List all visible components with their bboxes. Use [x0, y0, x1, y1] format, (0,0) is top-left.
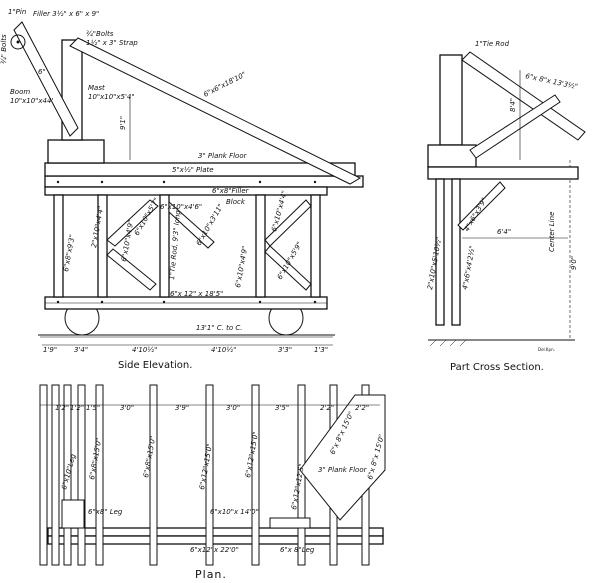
filler-block [44, 186, 328, 196]
plan-label-stringer-b: 6"x12"x 22'0" [190, 546, 239, 554]
dim-6: 1'3" [314, 346, 328, 354]
boom [13, 21, 79, 137]
plan-dim-2: 1'5" [86, 404, 100, 412]
caption-plan: Plan. [195, 568, 227, 581]
label-brace: 6"x6"x18'10" [202, 71, 247, 99]
plan-label-plank-floor: 3" Plank Floor [318, 466, 368, 474]
cs-ground-hatch [429, 339, 467, 347]
brace-right-upper [264, 199, 312, 247]
post-5 [310, 194, 321, 298]
cross-section: 1"Tie Rod 6"x 8"x 13'3½" 8'4" 2"x10"x5'1… [426, 40, 586, 373]
derrick-base [47, 139, 105, 164]
plan-tie-6 [205, 384, 214, 566]
cs-label-brace-a: 4"x6"x3'9" [463, 196, 489, 233]
cs-credit: Del.Kpn. [538, 347, 555, 352]
plan-tie-5 [149, 384, 158, 566]
post-2 [97, 194, 108, 298]
bolt-dots [56, 180, 317, 304]
side-elevation: 1"Pin Filler 3½" x 6" x 9" ¾" Bolts ¾"Bo… [0, 8, 364, 371]
cs-base [427, 144, 477, 168]
dim-3: 4'10½" [132, 346, 157, 354]
cs-diag [457, 181, 506, 231]
label-bolts: ¾" Bolts [0, 34, 8, 64]
main-brace [69, 37, 362, 185]
label-plate: 5"x½" Plate [172, 166, 214, 174]
brace-mid [168, 200, 215, 249]
plan-dim-7: 2'2" [320, 404, 334, 412]
plan-tie-0 [39, 384, 48, 566]
caption-cross-section: Part Cross Section. [450, 362, 544, 373]
plan-tie-4 [95, 384, 104, 566]
label-boom: Boom [10, 88, 30, 96]
label-post-f: 6"x10"x4'9" [234, 245, 249, 288]
label-strap: 1½" x 3" Strap [86, 39, 138, 47]
label-top-chord: 6"x10"x4'6" [160, 203, 202, 211]
plan-dim-0: 1'2" [55, 404, 69, 412]
label-filler: Filler 3½" x 6" x 9" [33, 10, 99, 18]
plan-label-leg-b: 6"x8" Leg [88, 508, 123, 516]
pin-wheel [10, 34, 26, 50]
plan-dim-3: 3'0" [120, 404, 134, 412]
plan-tie-2 [63, 384, 72, 566]
label-post-b: 6"x8"x9'3" [62, 234, 76, 273]
label-boom-size: 10"x10"x44' [10, 97, 53, 105]
plank-floor [44, 162, 356, 177]
label-filler-block: 6"x8"Filler [212, 187, 250, 195]
dim-4: 4'10½" [211, 346, 236, 354]
label-sill: 6"x 12" x 18'5" [170, 290, 223, 298]
plan-stringer-b [47, 535, 384, 545]
plan-view: 1'2" 1'2" 1'5" 3'0" 3'9" 3'0" 3'5" 2'2" … [39, 384, 386, 581]
dim-5: 3'3" [278, 346, 292, 354]
plan-plank-floor [299, 394, 386, 521]
plan-dim-8: 2'2" [355, 404, 369, 412]
plan-leg-block-2 [269, 517, 311, 529]
cs-cross-brace [469, 94, 561, 159]
cs-label-post-right: 4"x6"x4'2½" [461, 245, 477, 290]
plan-label-leg-c: 6"x 8"Leg [280, 546, 315, 554]
cs-leg-2 [451, 178, 461, 326]
dim-1: 1'9" [43, 346, 57, 354]
plan-dim-5: 3'0" [226, 404, 240, 412]
plan-dim-1: 1'2" [70, 404, 84, 412]
label-tie-rod: 1"Tie Rod, 9'3" long [168, 209, 182, 280]
plan-dim-4: 3'9" [175, 404, 189, 412]
label-plank-floor: 3" Plank Floor [198, 152, 248, 160]
plan-label-leg-a: 6"x10"Leg [60, 453, 77, 491]
plan-tie-1 [51, 384, 60, 566]
cs-mast [439, 54, 463, 146]
brace-right-lower [264, 245, 312, 291]
label-mast-size: 10"x10"x5'4" [88, 93, 135, 101]
brace-left-upper [106, 199, 159, 247]
plan-leg-block [61, 499, 85, 529]
cs-label-height-lower: 9'0" [570, 256, 578, 270]
label-mast: Mast [88, 84, 105, 92]
post-1 [53, 194, 64, 298]
cs-label-brace: 6"x 8"x 13'3½" [525, 72, 579, 91]
plan-dim-6: 3'5" [275, 404, 289, 412]
label-bolts2: ¾"Bolts [86, 30, 114, 38]
brace-left-lower [106, 248, 157, 291]
cs-leg-1 [435, 178, 445, 326]
cs-label-center-line: Center Line [548, 212, 556, 252]
plan-tie-3 [77, 384, 86, 566]
label-block: Block [226, 198, 246, 206]
dim-2: 3'4" [74, 346, 88, 354]
cs-deck [427, 166, 579, 180]
label-six: 6" [38, 68, 46, 76]
caption-side-elevation: Side Elevation. [118, 360, 192, 371]
plan-tie-7 [251, 384, 260, 566]
cs-label-dim: 6'4" [497, 228, 511, 236]
cs-label-tie-rod: 1"Tie Rod [475, 40, 510, 48]
label-pin: 1"Pin [8, 8, 26, 16]
label-centers: 13'1" C. to C. [196, 324, 242, 332]
cs-label-height-upper: 8'4" [509, 98, 517, 112]
post-4 [255, 194, 266, 298]
label-height: 9'1" [119, 116, 127, 130]
plan-label-stringer-a: 6"x10"x 14'0" [210, 508, 259, 516]
